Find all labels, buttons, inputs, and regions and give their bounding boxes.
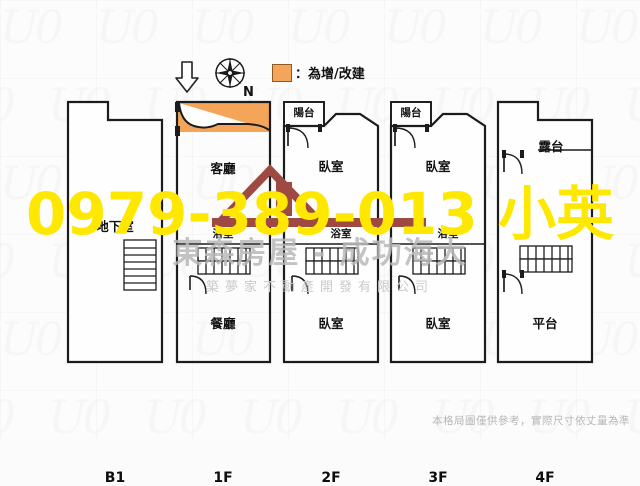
entrance-down-arrow-icon: [173, 60, 201, 98]
compass-rose-icon: [213, 56, 247, 94]
room-label-2f-bath: 浴室: [330, 228, 352, 240]
room-label-4f-platform: 平台: [532, 316, 558, 331]
background-watermark-glyph: U0: [0, 0, 64, 54]
room-label-1f-bath: 浴室: [212, 228, 234, 240]
disclaimer-text: 本格局圖僅供參考，實際尺寸依丈量為準: [432, 415, 630, 427]
background-watermark-glyph: U0: [0, 78, 16, 132]
background-watermark-glyph: U0: [0, 390, 16, 442]
floor-label-2f: 2F: [321, 470, 341, 486]
legend-swatch-extension: [272, 63, 292, 82]
staircase-2f: [305, 247, 359, 275]
floor-label-4f: 4F: [535, 470, 555, 486]
room-label-2f-bedroom-lower: 臥室: [318, 316, 344, 331]
background-watermark-glyph: U0: [336, 390, 400, 442]
floor-plan-1f[interactable]: 客廳 浴室 餐廳 1F: [170, 98, 276, 486]
background-watermark-glyph: U0: [624, 78, 640, 132]
background-watermark-glyph: U0: [48, 390, 112, 442]
floor-label-1f: 1F: [213, 470, 233, 486]
background-watermark-glyph: U0: [0, 312, 64, 366]
room-label-1f-dining: 餐廳: [210, 316, 236, 331]
staircase-3f: [412, 247, 466, 275]
floor-plan-4f[interactable]: 露台 平台 4F: [492, 98, 598, 486]
room-label-3f-balcony: 陽台: [400, 107, 422, 119]
room-label-3f-bedroom-lower: 臥室: [425, 316, 451, 331]
background-watermark-glyph: U0: [144, 390, 208, 442]
background-watermark-glyph: U0: [192, 0, 256, 54]
background-watermark-glyph: U0: [624, 234, 640, 288]
background-watermark-glyph: U0: [0, 156, 64, 210]
floor-plan-2f[interactable]: 陽台 臥室 浴室 臥室 2F: [278, 98, 384, 486]
staircase-1f: [197, 247, 251, 275]
background-watermark-glyph: U0: [576, 0, 640, 54]
room-label-1f-living: 客廳: [210, 161, 236, 176]
background-watermark-glyph: U0: [0, 234, 16, 288]
floor-plan-b1[interactable]: 地下室 B1: [62, 98, 168, 486]
background-watermark-glyph: U0: [288, 0, 352, 54]
room-label-3f-bath: 浴室: [437, 228, 459, 240]
background-watermark-glyph: U0: [384, 0, 448, 54]
background-watermark-glyph: U0: [480, 0, 544, 54]
staircase-4f: [519, 245, 573, 273]
room-label-4f-terrace: 露台: [538, 139, 564, 154]
room-label-b1-basement: 地下室: [96, 219, 134, 234]
room-label-3f-bedroom-upper: 臥室: [425, 159, 451, 174]
floor-label-3f: 3F: [428, 470, 448, 486]
background-watermark-glyph: U0: [96, 0, 160, 54]
compass-north-label: N: [243, 85, 254, 100]
room-label-2f-bedroom-upper: 臥室: [318, 159, 344, 174]
staircase-b1: [123, 239, 157, 291]
background-watermark-glyph: U0: [240, 390, 304, 442]
room-label-2f-balcony: 陽台: [293, 107, 315, 119]
floor-label-b1: B1: [104, 470, 126, 486]
floor-plan-3f[interactable]: 陽台 臥室 浴室 臥室 3F: [385, 98, 491, 486]
legend: ：為增/改建: [272, 63, 365, 82]
legend-label: ：為增/改建: [295, 67, 365, 82]
